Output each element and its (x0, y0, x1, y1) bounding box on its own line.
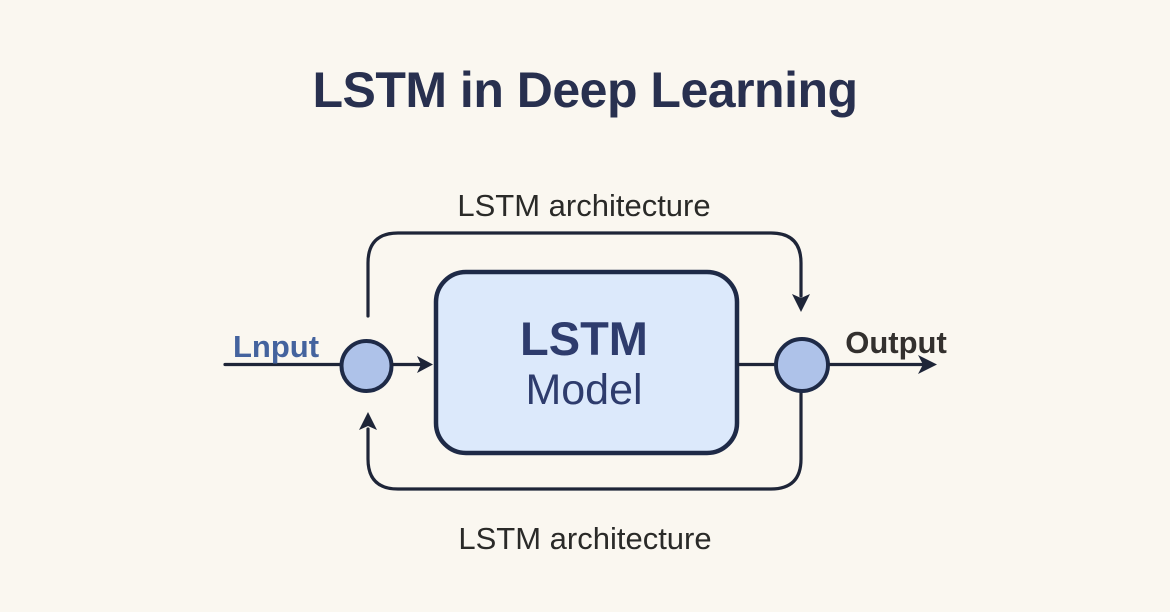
top-loop-wire (366, 231, 803, 318)
output-label: Output (845, 325, 947, 360)
top-loop-down-arrowhead-icon (792, 294, 810, 312)
lstm-model-box-line1: LSTM (520, 312, 648, 365)
lstm-model-box (433, 269, 740, 456)
page-title: LSTM in Deep Learning (312, 62, 857, 118)
bottom-loop-label: LSTM architecture (458, 521, 711, 556)
bottom-loop-up-arrowhead-icon (359, 412, 377, 430)
output-arrowhead-icon (918, 355, 937, 374)
bottom-loop-wire (366, 390, 803, 491)
input-to-box-arrowhead-icon (417, 356, 433, 373)
lstm-model-box-line2: Model (525, 366, 642, 414)
top-loop-label: LSTM architecture (457, 188, 710, 223)
input-node-circle (339, 339, 394, 393)
output-node-circle (774, 337, 830, 393)
input-label: Lnput (233, 329, 319, 364)
